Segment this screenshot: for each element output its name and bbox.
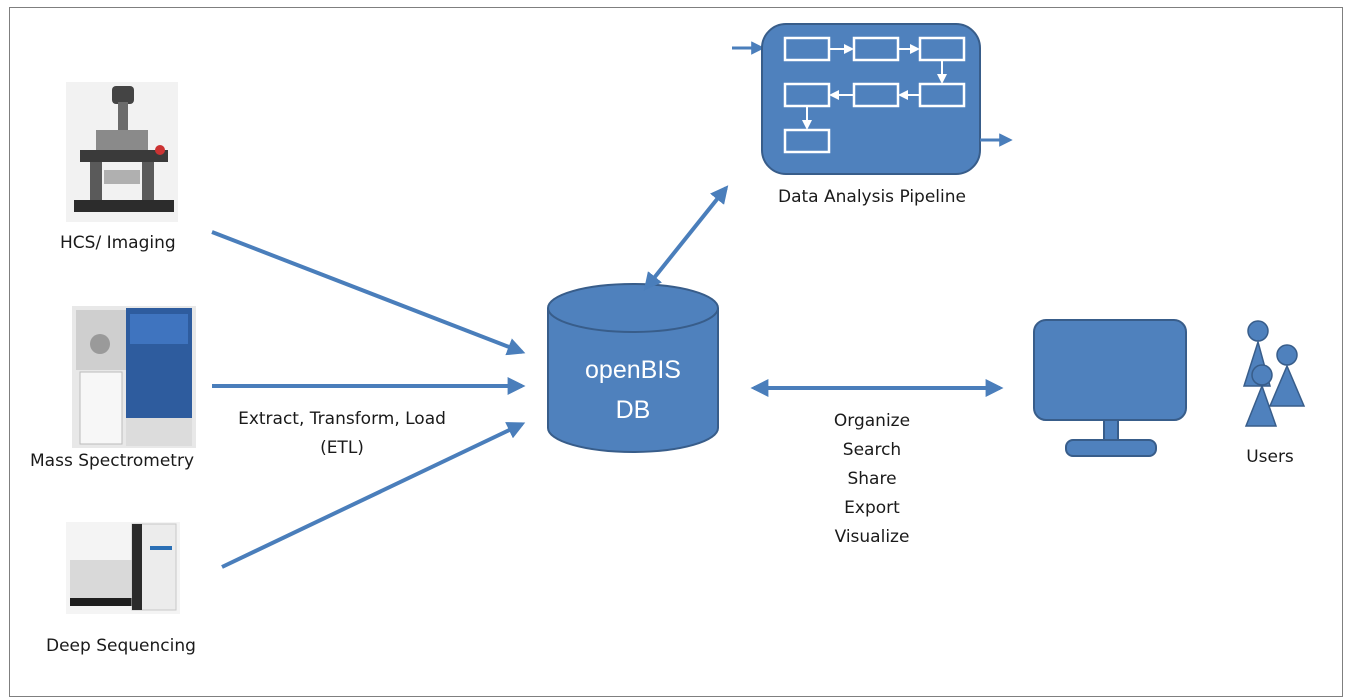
actions-list: Organize Search Share Export Visualize <box>834 411 910 547</box>
source-label-mass-spec: Mass Spectrometry <box>30 451 194 471</box>
users-icon <box>1242 320 1306 427</box>
pipeline-label: Data Analysis Pipeline <box>778 187 966 207</box>
source-label-sequencing: Deep Sequencing <box>46 636 196 656</box>
etl-label-line1: Extract, Transform, Load <box>238 409 446 429</box>
action-export: Export <box>844 498 900 518</box>
mass-spectrometer-icon <box>72 306 196 448</box>
users-label: Users <box>1246 447 1294 467</box>
diagram-frame <box>9 7 1343 697</box>
db-label-line2: DB <box>616 396 651 424</box>
sequencer-icon <box>66 522 180 614</box>
action-visualize: Visualize <box>835 527 910 547</box>
action-organize: Organize <box>834 411 910 431</box>
action-share: Share <box>847 469 896 489</box>
arrow-imaging-to-db <box>211 230 526 356</box>
action-search: Search <box>843 440 901 460</box>
database-cylinder-icon: openBIS DB <box>547 283 719 453</box>
pipeline-flowchart-icon <box>761 23 981 175</box>
arrow-db-pipeline <box>643 185 729 291</box>
etl-label-line2: (ETL) <box>320 438 364 458</box>
monitor-icon <box>1033 319 1187 457</box>
source-label-hcs: HCS/ Imaging <box>60 233 176 253</box>
db-label-line1: openBIS <box>585 356 681 384</box>
arrow-sequencing-to-db <box>221 422 526 569</box>
microscope-icon <box>66 82 178 222</box>
